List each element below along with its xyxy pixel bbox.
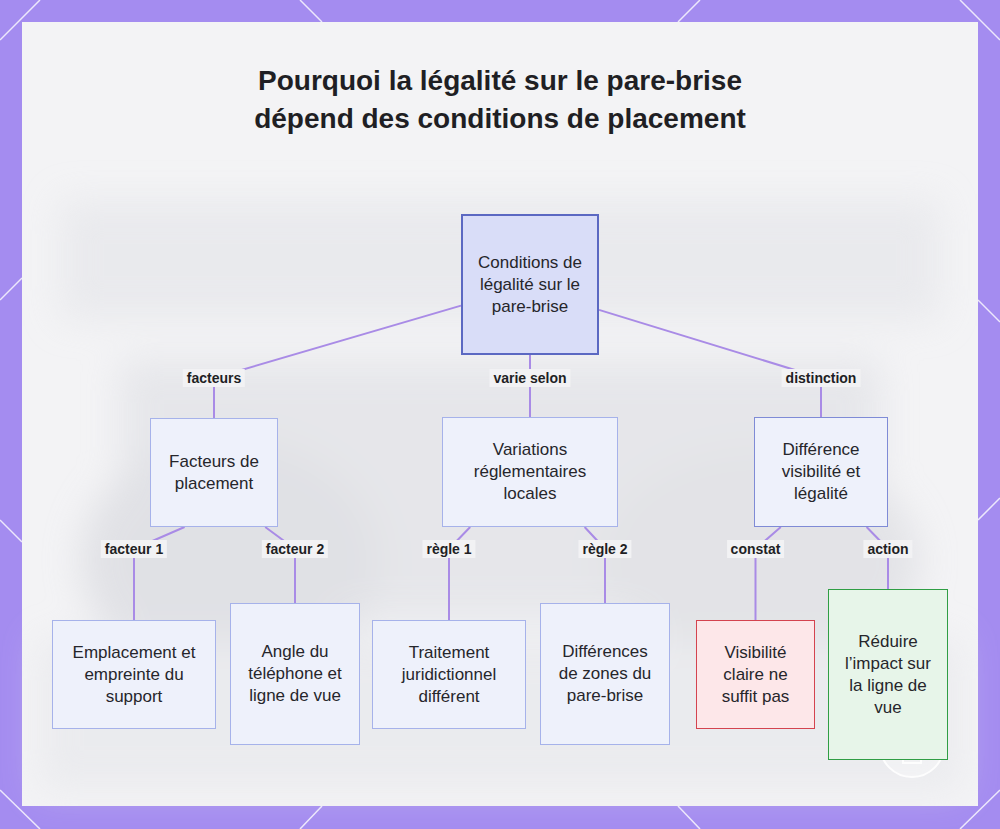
edge-label: varie selon: [489, 369, 570, 387]
node-text: Conditions de légalité sur le pare-brise: [475, 252, 585, 318]
warning-box: Visibilité claire ne suffit pas: [696, 620, 815, 729]
edge-label: règle 1: [422, 540, 475, 558]
edge-label: facteur 1: [101, 540, 167, 558]
leaf-box: Emplacement et empreinte du support: [52, 620, 216, 729]
edge-label: facteurs: [183, 369, 245, 387]
category-box: Facteurs de placement: [150, 418, 278, 527]
leaf-box: Traitement juridictionnel différent: [372, 620, 526, 729]
edge-label: action: [863, 540, 912, 558]
connector-line: [585, 527, 605, 603]
category-box: Variations réglementaires locales: [442, 417, 618, 527]
node-text: Facteurs de placement: [163, 451, 265, 495]
faded-photo: [40, 200, 960, 790]
node-text: Visibilité claire ne suffit pas: [709, 642, 802, 708]
leaf-box: Angle du téléphone et ligne de vue: [230, 603, 360, 745]
category-box: Différence visibilité et légalité: [754, 417, 888, 527]
node-text: Différence visibilité et légalité: [767, 439, 875, 505]
edge-label: règle 2: [578, 540, 631, 558]
node-text: Réduire l’impact sur la ligne de vue: [841, 631, 935, 719]
connector-line: [214, 306, 461, 418]
diagram-title: Pourquoi la légalité sur le pare-brise d…: [210, 62, 790, 138]
node-text: Angle du téléphone et ligne de vue: [243, 641, 347, 707]
node-text: Variations réglementaires locales: [455, 439, 605, 505]
node-text: Différences de zones du pare-brise: [553, 641, 657, 707]
connector-line: [867, 527, 888, 589]
connector-line: [599, 310, 821, 417]
leaf-box: Différences de zones du pare-brise: [540, 603, 670, 745]
edge-label: facteur 2: [262, 540, 328, 558]
connector-line: [265, 527, 295, 603]
edge-label: distinction: [782, 369, 861, 387]
node-text: Traitement juridictionnel différent: [385, 642, 513, 708]
root-box: Conditions de légalité sur le pare-brise: [461, 214, 599, 355]
action-box: Réduire l’impact sur la ligne de vue: [828, 589, 948, 760]
edge-label: constat: [727, 540, 785, 558]
panel: [22, 22, 978, 806]
node-text: Emplacement et empreinte du support: [65, 642, 203, 708]
